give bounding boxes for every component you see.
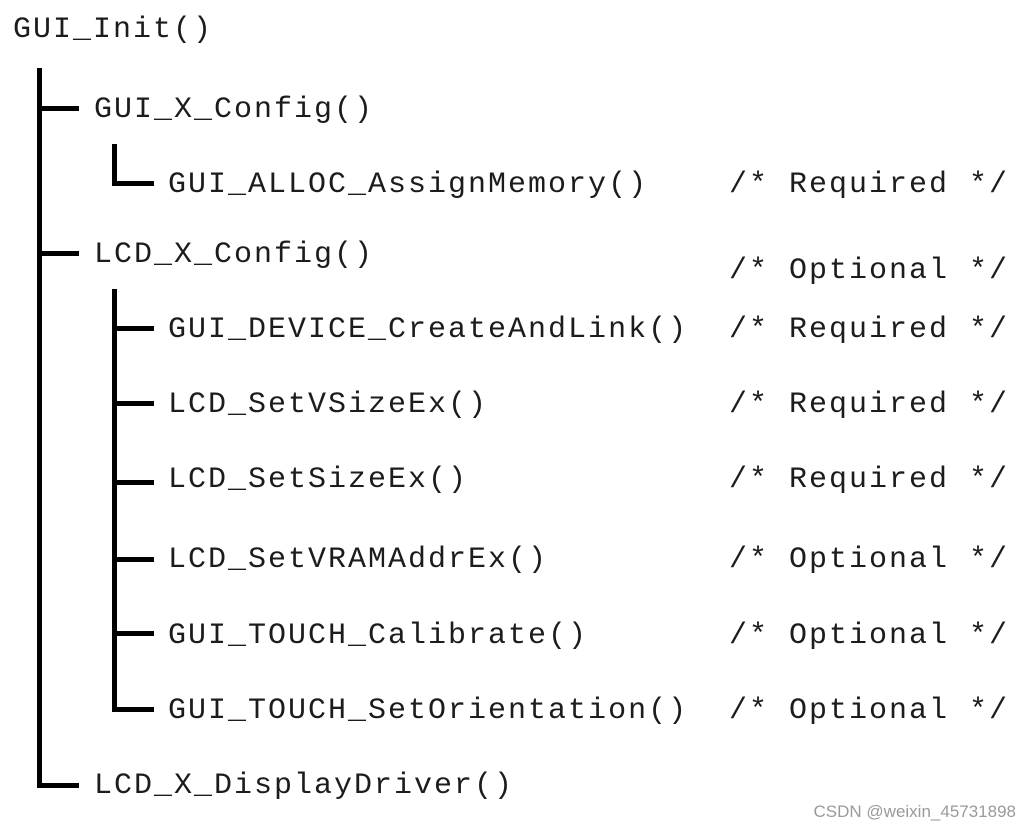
node-gui-x-config: GUI_X_Config(): [94, 93, 375, 127]
comment-lcd-x-config: /* Optional */: [729, 254, 1010, 288]
branch-gui-alloc-assignmemory: [112, 181, 154, 186]
node-lcd-setvramaddrex: LCD_SetVRAMAddrEx(): [168, 543, 549, 577]
branch-lcd-setsizeex: [112, 480, 154, 485]
node-lcd-setvsizeex: LCD_SetVSizeEx(): [168, 388, 489, 422]
node-lcd-x-displaydriver: LCD_X_DisplayDriver(): [94, 769, 515, 803]
watermark: CSDN @weixin_45731898: [813, 802, 1016, 821]
comment-gui-device-createandlink: /* Required */: [729, 313, 1010, 347]
node-gui-touch-setorientation: GUI_TOUCH_SetOrientation(): [168, 694, 689, 728]
node-lcd-setsizeex: LCD_SetSizeEx(): [168, 463, 469, 497]
sub-trunk-lcd-x-config: [112, 289, 117, 712]
node-gui-alloc-assignmemory: GUI_ALLOC_AssignMemory(): [168, 168, 649, 202]
comment-lcd-setvsizeex: /* Required */: [729, 388, 1010, 422]
node-gui-touch-calibrate: GUI_TOUCH_Calibrate(): [168, 619, 589, 653]
branch-gui-touch-calibrate: [112, 631, 154, 636]
sub-trunk-gui-x-config: [112, 144, 117, 186]
main-trunk-line: [37, 68, 42, 788]
root-node-label: GUI_Init(): [13, 13, 214, 47]
comment-gui-touch-calibrate: /* Optional */: [729, 619, 1010, 653]
node-gui-device-createandlink: GUI_DEVICE_CreateAndLink(): [168, 313, 689, 347]
comment-gui-alloc-assignmemory: /* Required */: [729, 168, 1010, 202]
branch-gui-x-config: [37, 106, 79, 111]
comment-lcd-setsizeex: /* Required */: [729, 463, 1010, 497]
branch-lcd-setvsizeex: [112, 401, 154, 406]
branch-lcd-x-displaydriver: [37, 783, 79, 788]
branch-lcd-setvramaddrex: [112, 557, 154, 562]
branch-gui-touch-setorientation: [112, 707, 154, 712]
comment-lcd-setvramaddrex: /* Optional */: [729, 543, 1010, 577]
node-lcd-x-config: LCD_X_Config(): [94, 238, 375, 272]
branch-lcd-x-config: [37, 251, 79, 256]
comment-gui-touch-setorientation: /* Optional */: [729, 694, 1010, 728]
branch-gui-device-createandlink: [112, 326, 154, 331]
